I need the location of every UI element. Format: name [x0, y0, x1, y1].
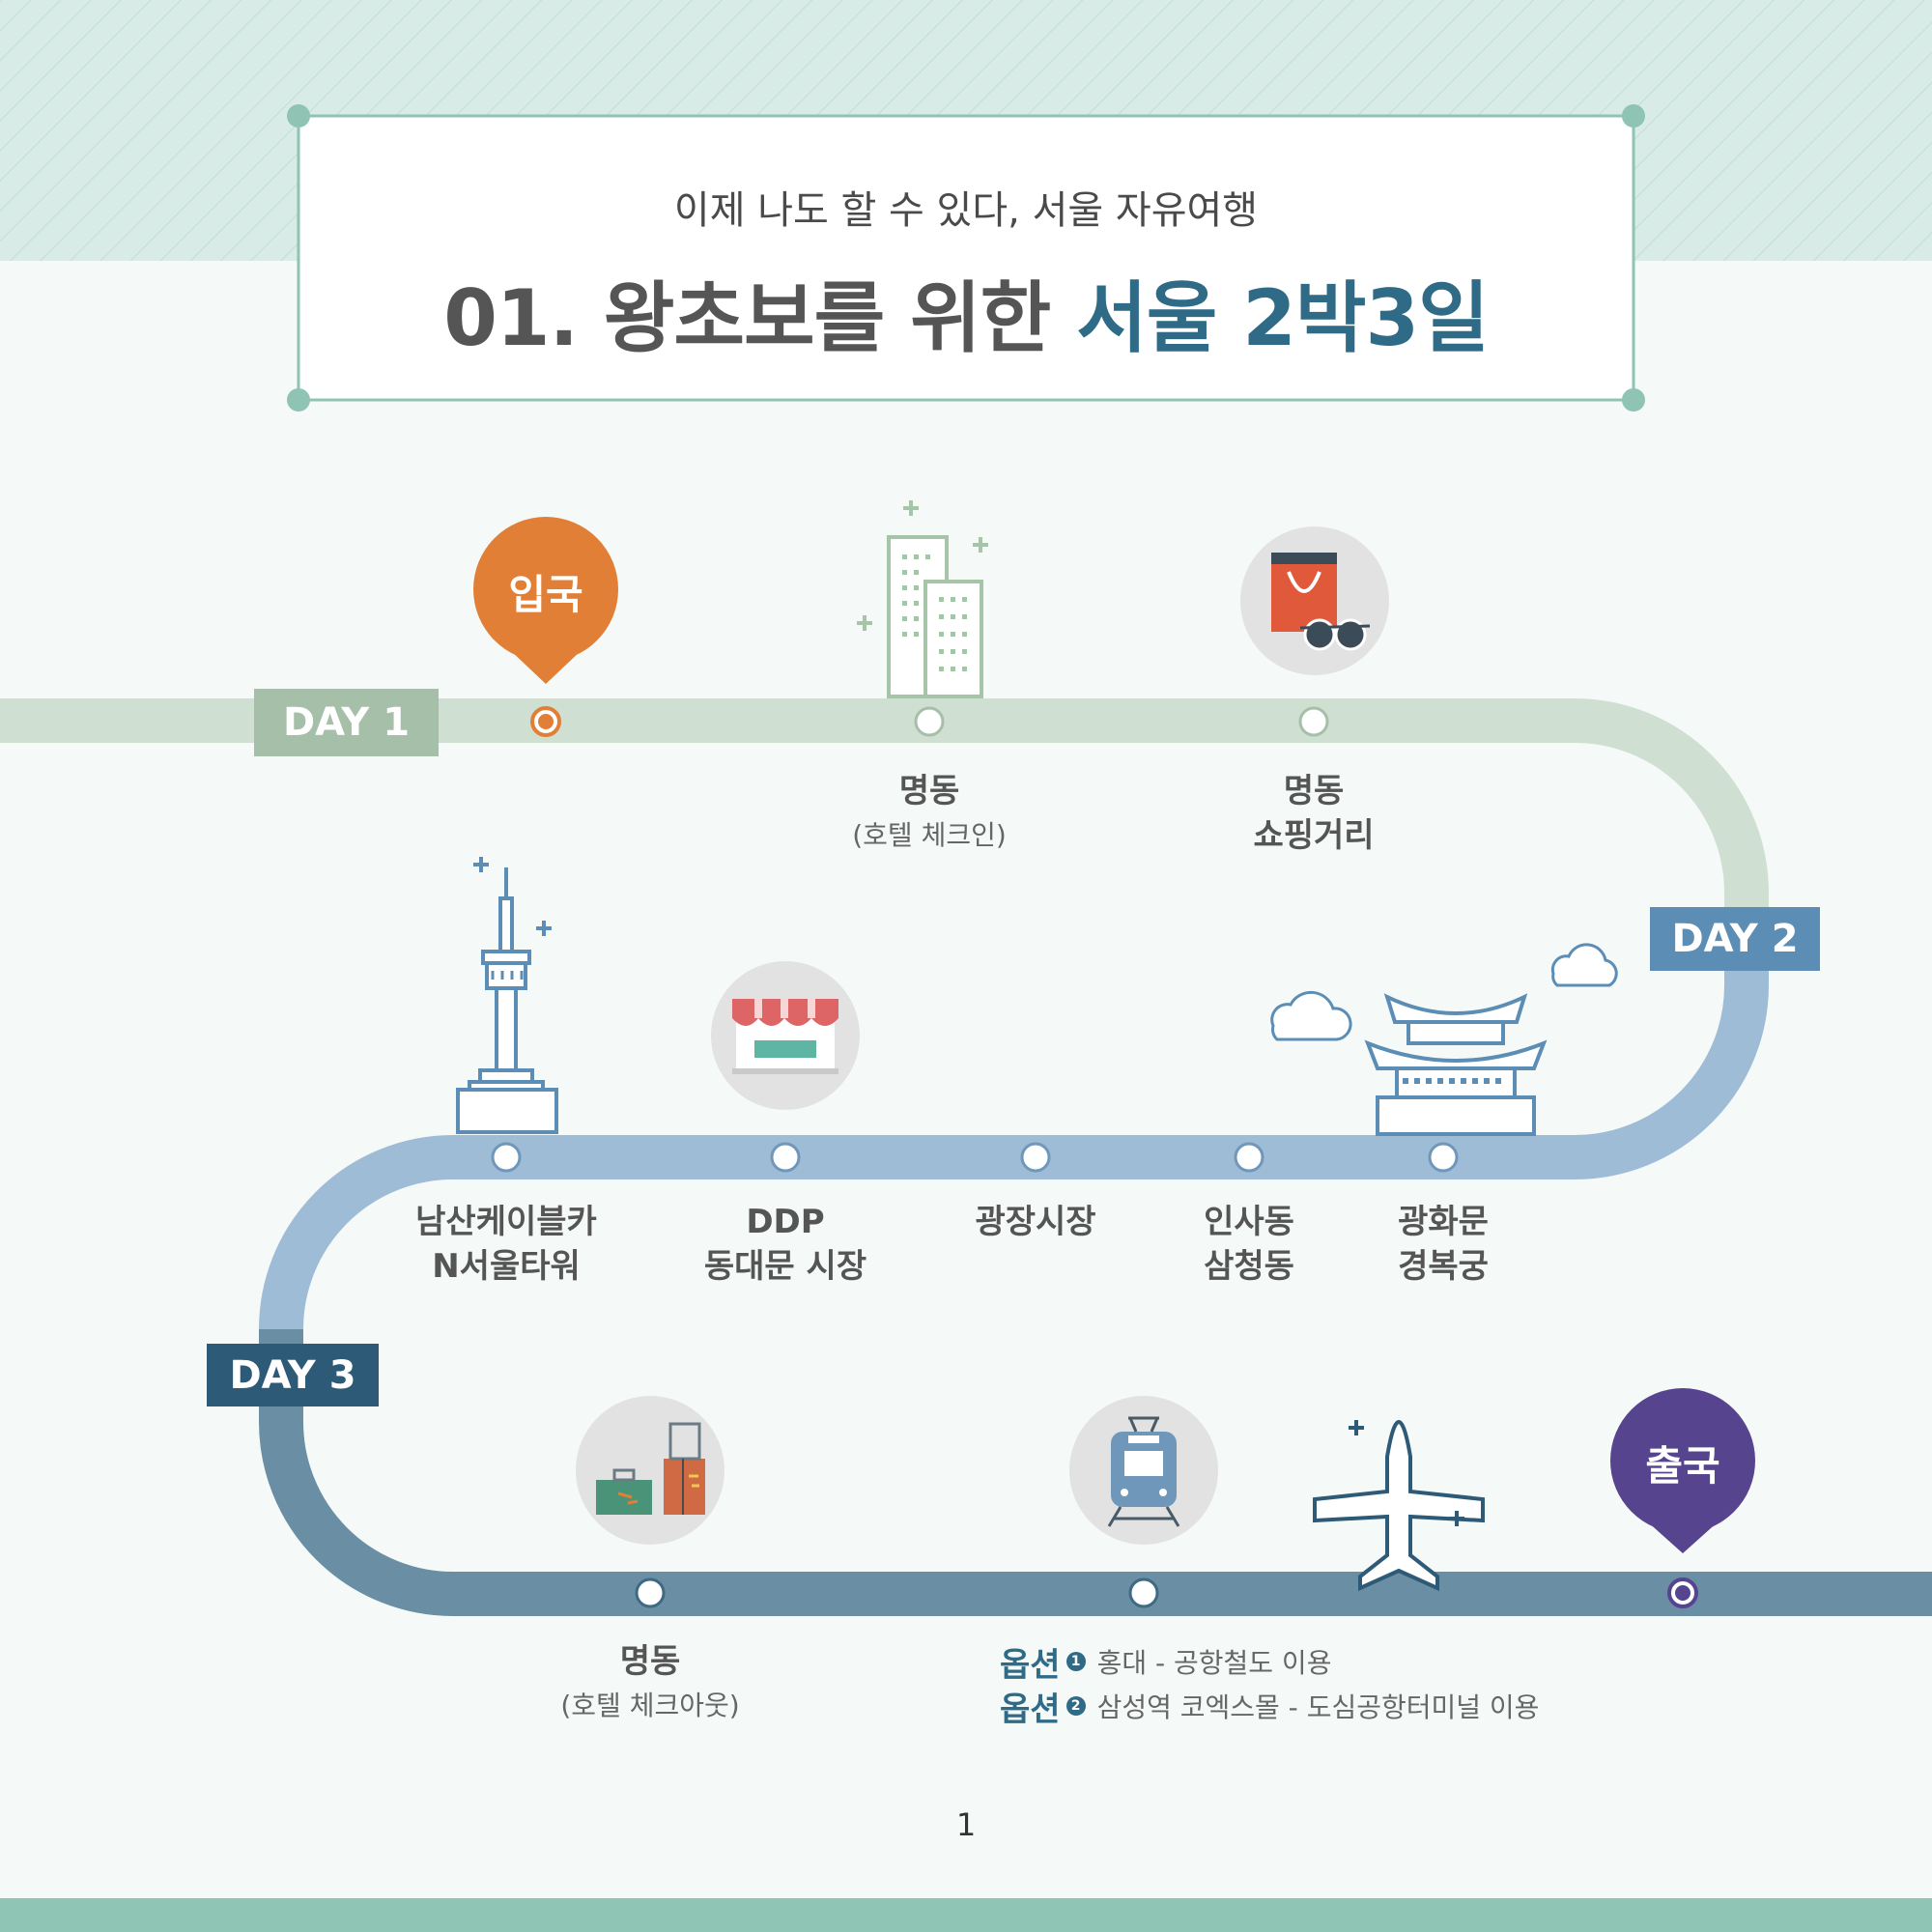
option-number-badge: 2: [1065, 1696, 1086, 1716]
stop-note: (호텔 체크아웃): [560, 1690, 740, 1721]
header-corner-dot: [1622, 104, 1645, 128]
header-corner-dot: [287, 388, 310, 412]
stop-name: 명동: [619, 1642, 681, 1681]
title-accent: 서울 2박3일: [1076, 273, 1490, 363]
cloud-icon: [1550, 943, 1618, 987]
entry-pin: [473, 517, 618, 684]
hotel-building-icon: [857, 500, 988, 698]
stop-dot: [1020, 1142, 1051, 1173]
cloud-icon: [1270, 990, 1352, 1041]
stop-dot-entry-core: [538, 714, 554, 729]
page-number: 1: [955, 1806, 977, 1843]
stop-dot: [914, 706, 945, 737]
stop-dot: [1298, 706, 1329, 737]
stop-dot-exit-core: [1675, 1585, 1690, 1601]
day2-tag: [1650, 907, 1820, 971]
day3-label: DAY 3: [229, 1352, 356, 1398]
option-1: 옵션 1 홍대 - 공항철도 이용: [1000, 1639, 1599, 1685]
stop-name-line2: N서울타워: [432, 1247, 581, 1286]
stop-name-line2: 경복궁: [1398, 1247, 1489, 1286]
stop-dot: [635, 1577, 666, 1608]
day2-track: [259, 908, 1769, 1330]
options-list: 옵션 1 홍대 - 공항철도 이용 옵션 2 삼성역 코엑스몰 - 도심공항터미…: [1000, 1639, 1599, 1729]
bottom-band: [0, 1898, 1932, 1932]
stop-name-line1: 광장시장: [975, 1203, 1096, 1241]
train-icon: [1069, 1396, 1218, 1545]
stop-note: (호텔 체크인): [852, 819, 1007, 851]
option-2: 옵션 2 삼성역 코엑스몰 - 도심공항터미널 이용: [1000, 1684, 1599, 1729]
stop-name-line2: 동대문 시장: [703, 1247, 867, 1286]
option-text: 홍대 - 공항철도 이용: [1096, 1647, 1332, 1679]
stop-name-line1: 인사동: [1204, 1203, 1294, 1241]
shopping-bag-icon: [1240, 526, 1389, 675]
page-title: 01. 왕초보를 위한 서울 2박3일: [298, 256, 1634, 368]
day1-tag: [254, 689, 439, 756]
stop-label-namsan: 남산케이블카 N서울타워: [381, 1200, 632, 1289]
stop-dot: [1428, 1142, 1459, 1173]
stop-name-line1: 광화문: [1398, 1203, 1489, 1241]
option-key: 옵션: [1000, 1690, 1061, 1729]
stop-name: 명동: [898, 772, 960, 810]
stop-label-ddp: DDP 동대문 시장: [660, 1200, 911, 1289]
title-main: 01. 왕초보를 위한: [443, 273, 1051, 363]
stop-dot: [1234, 1142, 1264, 1173]
stop-dot: [770, 1142, 801, 1173]
header-box: [297, 114, 1635, 402]
option-number-badge: 1: [1065, 1652, 1086, 1671]
day3-tag: [207, 1344, 379, 1406]
luggage-icon: [576, 1396, 724, 1545]
stop-name-line1: 명동: [1283, 772, 1345, 810]
stop-name-line1: DDP: [746, 1203, 825, 1241]
stop-dot: [491, 1142, 522, 1173]
header-corner-dot: [287, 104, 310, 128]
stop-label-myeongdong-checkin: 명동 (호텔 체크인): [804, 769, 1055, 858]
stop-label-gwangjang: 광장시장: [910, 1200, 1161, 1244]
stop-label-insadong: 인사동 삼청동: [1123, 1200, 1375, 1289]
exit-pin: [1610, 1388, 1755, 1553]
option-key: 옵션: [1000, 1645, 1061, 1685]
day1-label: DAY 1: [282, 700, 411, 745]
header-subtitle: 이제 나도 할 수 있다, 서울 자유여행: [673, 188, 1259, 233]
palace-icon: [1364, 993, 1548, 1136]
option-text: 삼성역 코엑스몰 - 도심공항터미널 이용: [1096, 1691, 1540, 1723]
exit-pin-label: 출국: [1645, 1442, 1720, 1490]
entry-pin-label: 입국: [508, 571, 583, 618]
day2-label: DAY 2: [1671, 917, 1799, 961]
stop-label-myeongdong-checkout: 명동 (호텔 체크아웃): [525, 1639, 776, 1728]
stop-dot: [1128, 1577, 1159, 1608]
airplane-icon: [1313, 1420, 1485, 1592]
stop-name-line1: 남산케이블카: [415, 1203, 597, 1241]
n-seoul-tower-icon: [456, 857, 558, 1134]
stop-name-line2: 삼청동: [1204, 1247, 1294, 1286]
stop-label-gwanghwamun: 광화문 경복궁: [1318, 1200, 1569, 1289]
store-icon: [711, 961, 860, 1110]
header-corner-dot: [1622, 388, 1645, 412]
day3-track: [259, 1329, 1932, 1616]
stop-label-myeongdong-shopping: 명동 쇼핑거리: [1188, 769, 1439, 858]
stop-name-line2: 쇼핑거리: [1253, 816, 1375, 855]
day1-track: [0, 698, 1769, 908]
